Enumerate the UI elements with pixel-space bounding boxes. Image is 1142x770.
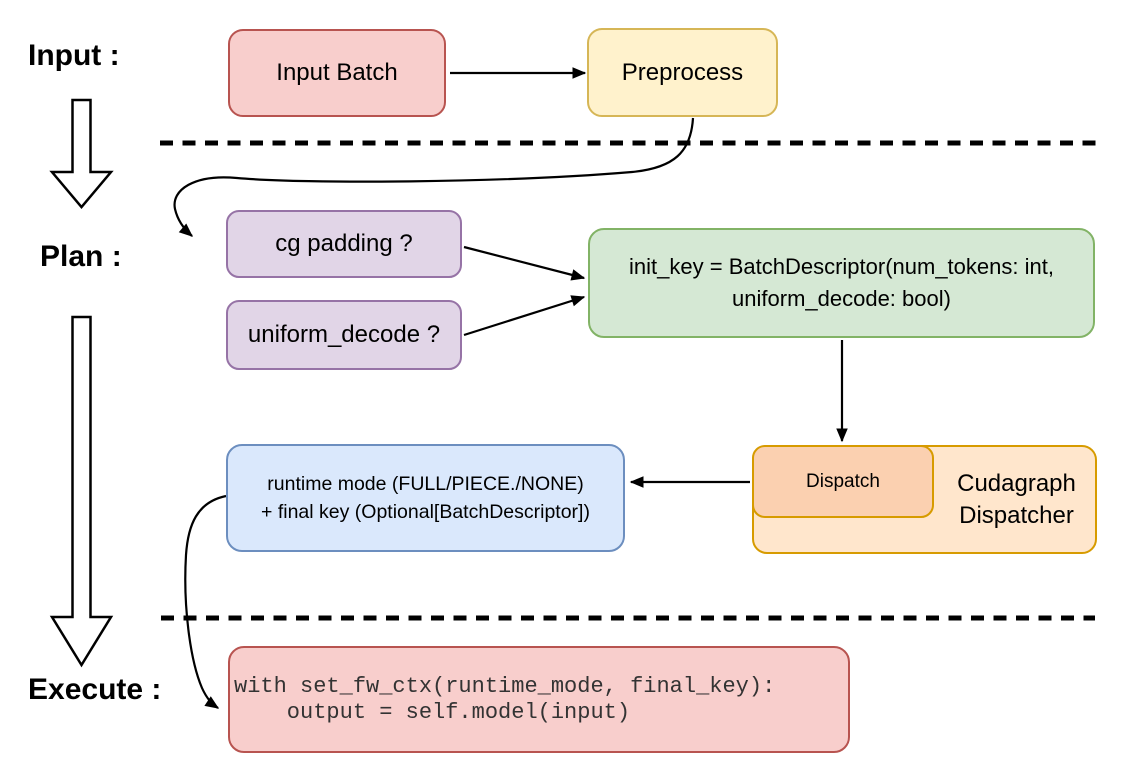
flow-arrow-input-to-plan [49, 98, 114, 209]
node-execute-code-line1: with set_fw_ctx(runtime_mode, final_key)… [234, 673, 776, 699]
node-init-key: init_key = BatchDescriptor(num_tokens: i… [588, 228, 1095, 338]
stage-label-execute: Execute : [28, 673, 162, 706]
stage-label-plan: Plan : [40, 240, 122, 273]
node-cudagraph-dispatcher-label: Cudagraph Dispatcher [934, 447, 1099, 552]
node-uniform-decode-label: uniform_decode ? [247, 321, 441, 348]
node-cudagraph-line2: Dispatcher [959, 501, 1074, 529]
node-init-key-line2: uniform_decode: bool) [732, 286, 951, 311]
flow-arrow-plan-to-execute [49, 315, 114, 668]
node-preprocess: Preprocess [587, 28, 778, 117]
arrow-uniformdecode-to-initkey [463, 295, 586, 337]
node-execute-code-line2: output = self.model(input) [234, 699, 631, 725]
node-preprocess-label: Preprocess [621, 58, 744, 86]
node-dispatch-label: Dispatch [806, 470, 880, 492]
arrow-cgpadding-to-initkey [463, 245, 586, 281]
node-input-batch-label: Input Batch [276, 59, 398, 86]
node-cg-padding: cg padding ? [226, 210, 462, 278]
node-execute-code: with set_fw_ctx(runtime_mode, final_key)… [228, 646, 850, 753]
node-dispatch: Dispatch [752, 445, 934, 518]
arrow-runtime-to-execute [184, 494, 227, 709]
node-runtime-line1: runtime mode (FULL/PIECE./NONE) [267, 473, 584, 495]
node-uniform-decode: uniform_decode ? [226, 300, 462, 370]
node-cg-padding-label: cg padding ? [275, 230, 413, 257]
node-cudagraph-line1: Cudagraph [957, 469, 1076, 497]
node-init-key-line1: init_key = BatchDescriptor(num_tokens: i… [629, 254, 1054, 279]
node-input-batch: Input Batch [228, 29, 446, 117]
node-runtime-result: runtime mode (FULL/PIECE./NONE) + final … [226, 444, 625, 552]
stage-label-input: Input : [28, 39, 120, 72]
node-runtime-line2: + final key (Optional[BatchDescriptor]) [261, 501, 590, 523]
